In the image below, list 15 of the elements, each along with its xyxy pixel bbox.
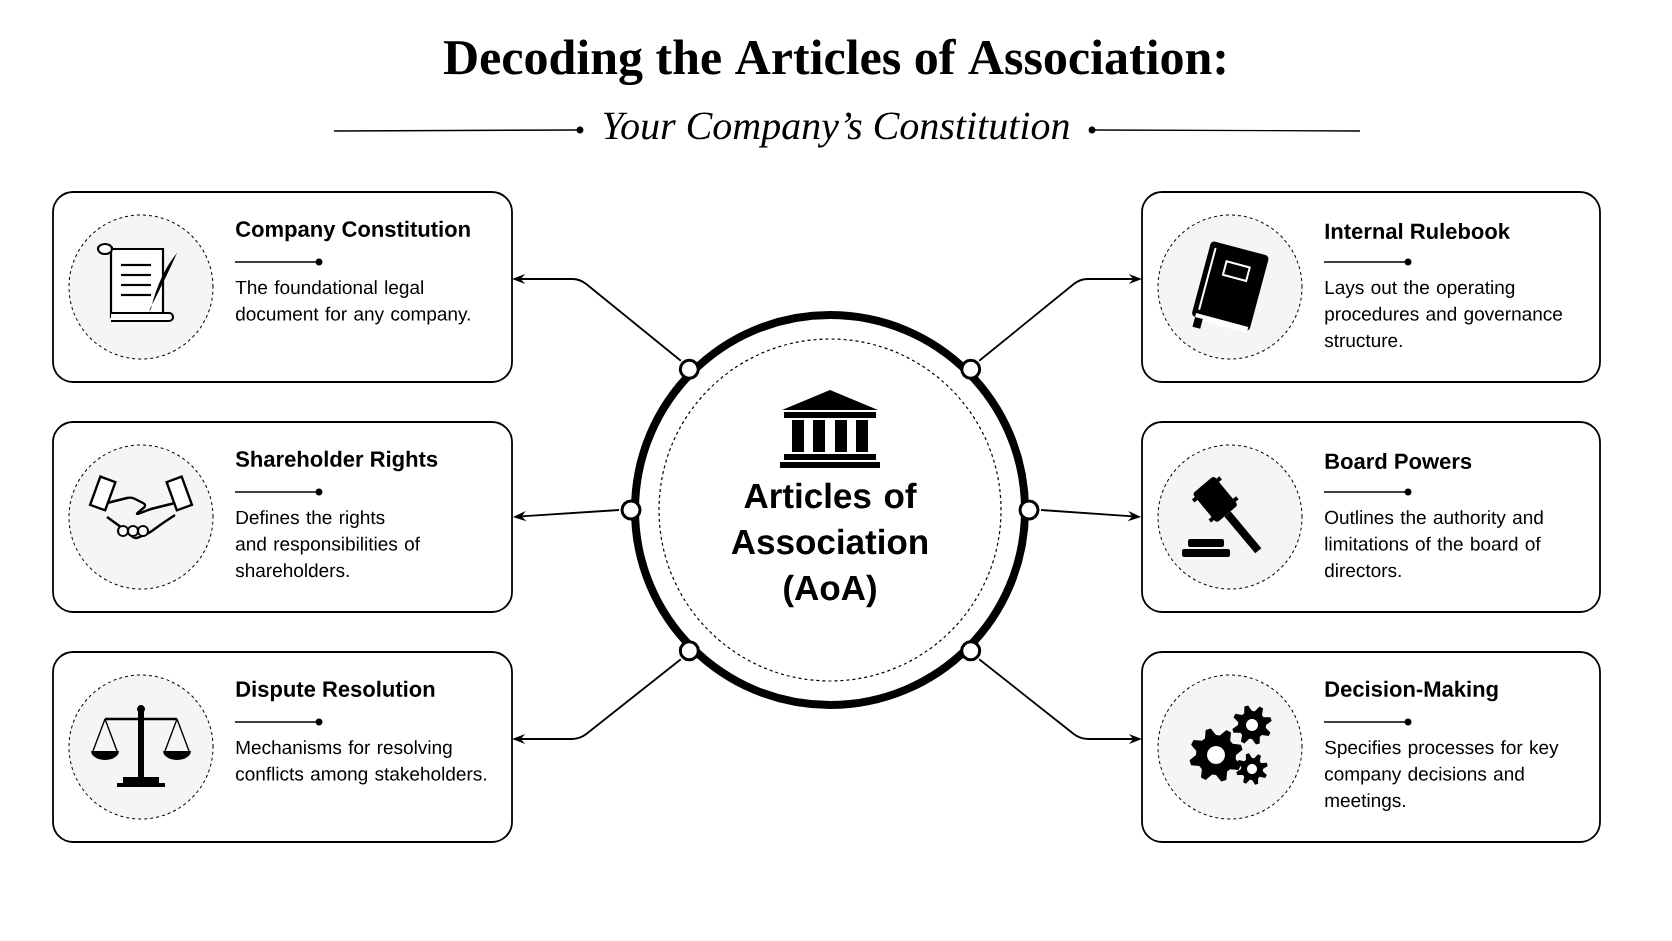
card-heading: Dispute Resolution — [236, 680, 435, 702]
card-heading: Internal Rulebook — [1325, 222, 1511, 240]
title: Decoding the Articles of Association: — [443, 38, 1225, 86]
card-description: Outlines the authority and limitations of the board of directors. — [1325, 510, 1543, 578]
card-description: The foundational legal document for any company. — [235, 280, 470, 325]
card-description: Defines the rights and responsibilities of shareholders. — [235, 510, 420, 578]
card-description: Lays out the operating procedures and governance structure. — [1324, 280, 1563, 348]
card-heading: Board Powers — [1325, 452, 1472, 470]
card-heading: Shareholder Rights — [235, 450, 438, 472]
card-heading: Decision-Making — [1325, 680, 1498, 702]
card-heading: Company Constitution — [236, 220, 470, 242]
card-description: Specifies processes for key company decisions and meetings. — [1325, 740, 1559, 811]
center-title: Articles of Association (AoA) — [731, 482, 928, 608]
subtitle: Your Company’s Constitution — [603, 112, 1069, 148]
card-description: Mechanisms for resolving conflicts among stakeholders. — [236, 740, 486, 785]
